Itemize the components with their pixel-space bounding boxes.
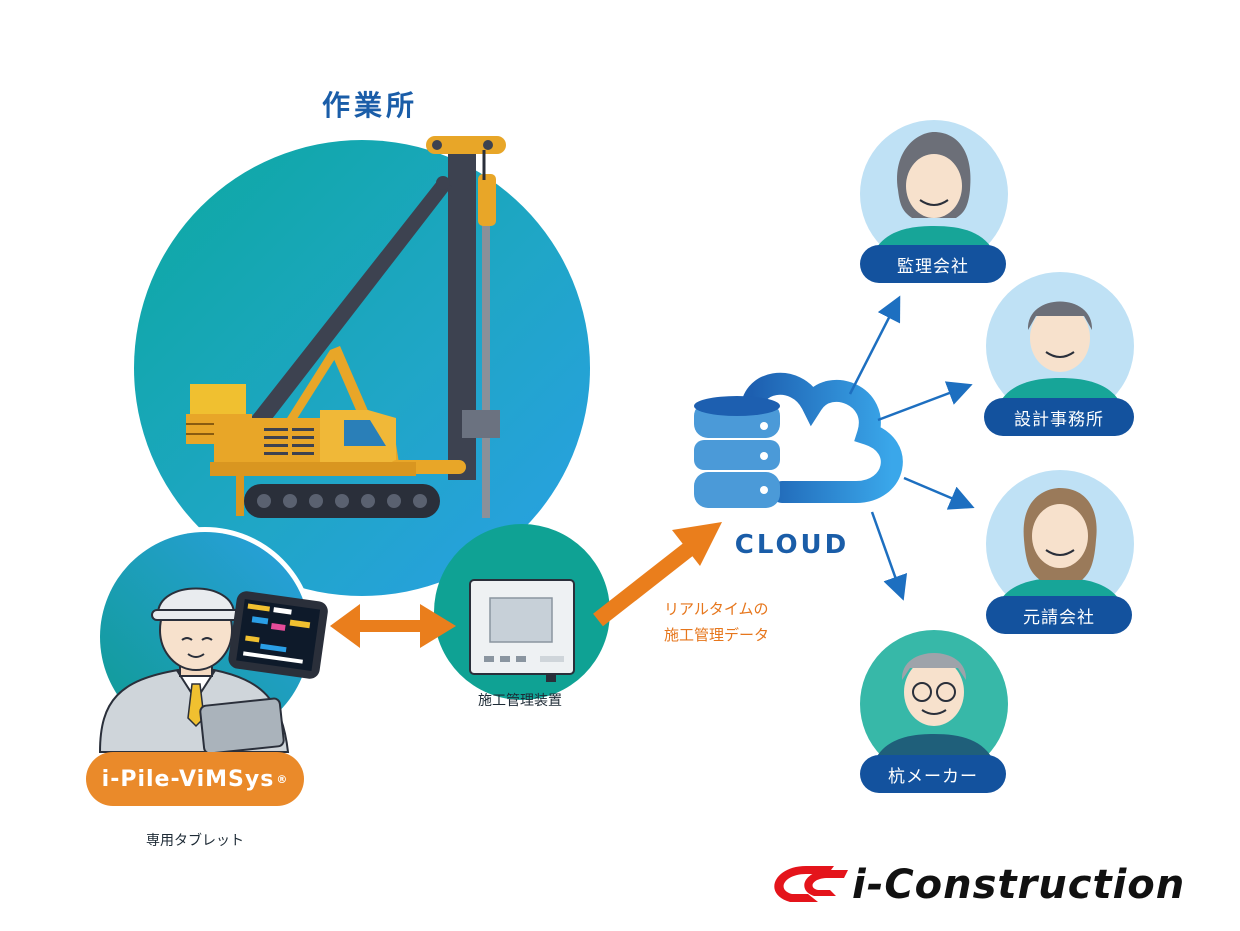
tablet-icon	[227, 590, 329, 680]
role-pile-maker: 杭メーカー	[860, 755, 1006, 793]
role-supervisor: 監理会社	[860, 245, 1006, 283]
database-icon	[694, 396, 780, 508]
role-design-office: 設計事務所	[984, 398, 1134, 436]
device-label: 施工管理装置	[440, 690, 600, 710]
realtime-line-1: リアルタイムの	[664, 596, 804, 622]
product-name: i-Pile-ViMSys	[102, 767, 275, 792]
cloud-label: CLOUD	[722, 530, 862, 560]
role-general-contractor: 元請会社	[986, 596, 1132, 634]
tablet-caption: 専用タブレット	[120, 830, 270, 850]
realtime-data-label: リアルタイムの 施工管理データ	[664, 596, 804, 648]
site-title: 作業所	[300, 84, 440, 124]
product-name-badge: i-Pile-ViMSys®	[86, 752, 304, 806]
realtime-line-2: 施工管理データ	[664, 622, 804, 648]
i-construction-logo: i-Construction	[764, 858, 1185, 912]
control-device-icon	[470, 580, 574, 682]
distribution-arrows	[850, 300, 970, 596]
logo-text: i-Construction	[852, 862, 1185, 908]
registered-mark: ®	[276, 773, 288, 786]
